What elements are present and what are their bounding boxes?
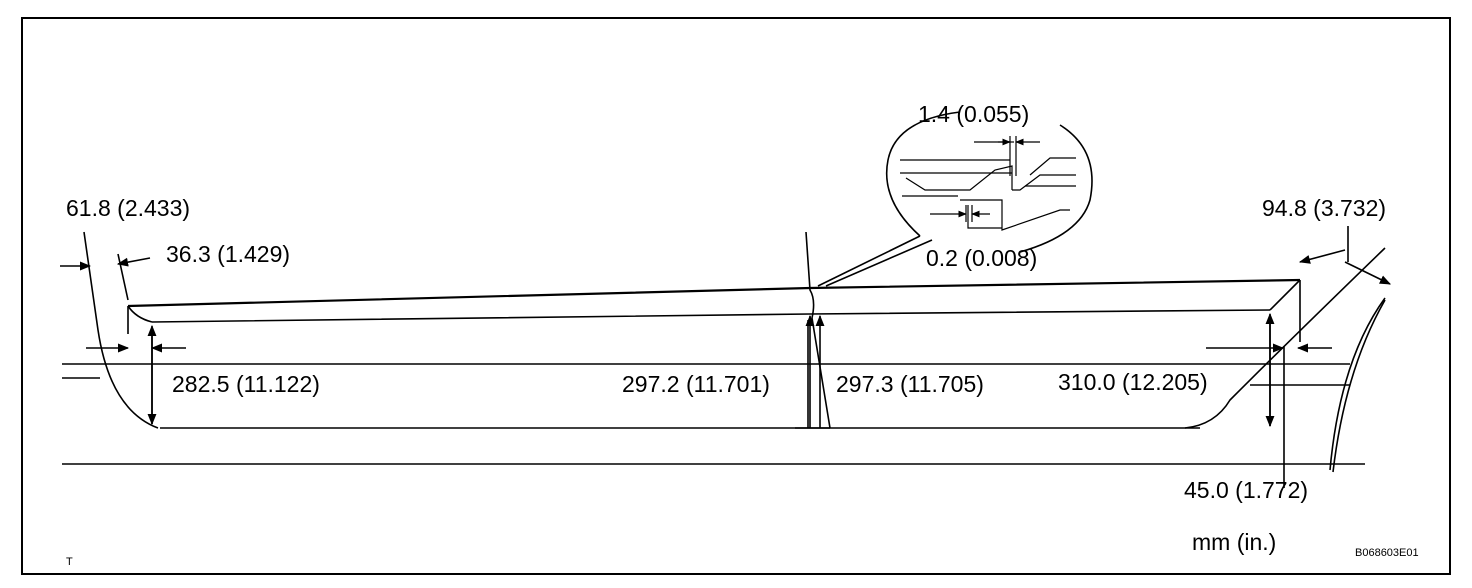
figure-frame [21, 17, 1451, 575]
body-lines [62, 363, 1365, 465]
dim-297-2: 297.2 (11.701) [622, 371, 770, 397]
left-width-arrows [60, 253, 186, 353]
dim-94-8: 94.8 (3.732) [1262, 195, 1386, 221]
dim-310-0: 310.0 (12.205) [1058, 369, 1208, 395]
center-dimension-arrows [795, 314, 830, 429]
dim-1-4: 1.4 (0.055) [918, 101, 1029, 127]
dim-45-0: 45.0 (1.772) [1184, 477, 1308, 503]
figure-code: B068603E01 [1355, 547, 1419, 559]
right-body-outline [1332, 299, 1386, 473]
dim-0-2: 0.2 (0.008) [926, 245, 1037, 271]
dim-36-3: 36.3 (1.429) [166, 241, 290, 267]
detail-bubble [817, 111, 1093, 287]
corner-mark: T [66, 556, 73, 568]
dim-61-8: 61.8 (2.433) [66, 195, 190, 221]
dim-282-5: 282.5 (11.122) [172, 371, 320, 397]
unit-label: mm (in.) [1192, 529, 1276, 555]
dim-297-3: 297.3 (11.705) [836, 371, 984, 397]
molding-part [83, 231, 1386, 471]
right-dimension-arrows [1206, 226, 1392, 488]
